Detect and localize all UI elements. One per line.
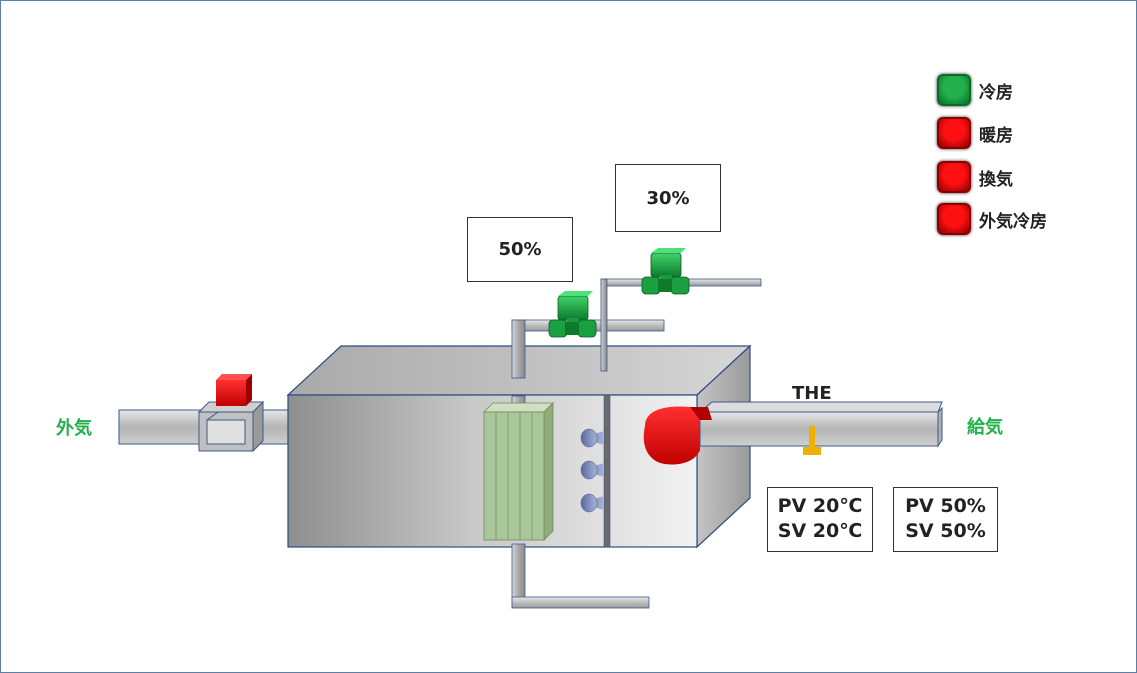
humidity-pv: PV 50% bbox=[905, 495, 986, 517]
legend-item[interactable]: 換気 bbox=[937, 161, 1013, 193]
outside-air-damper[interactable] bbox=[197, 374, 265, 453]
legend-label: 換気 bbox=[979, 169, 1013, 190]
supply-air-label: 給気 bbox=[967, 417, 1003, 438]
legend-label: 外気冷房 bbox=[979, 211, 1047, 232]
legend-item[interactable]: 暖房 bbox=[937, 117, 1013, 149]
temperature-sv: SV 20℃ bbox=[777, 520, 863, 542]
sensor-label: THE bbox=[792, 383, 832, 404]
outside-air-duct bbox=[118, 409, 291, 445]
cooling-valve[interactable] bbox=[548, 291, 597, 338]
mode-indicator-lamp[interactable] bbox=[937, 203, 971, 235]
humidifier-valve-opening: 30% bbox=[615, 164, 721, 232]
mode-indicator-lamp[interactable] bbox=[937, 74, 971, 106]
humidifier-valve[interactable] bbox=[641, 248, 690, 295]
cooling-coil bbox=[483, 402, 554, 541]
humidity-sv: SV 50% bbox=[905, 520, 986, 542]
humidity-readout: PV 50% SV 50% bbox=[893, 487, 998, 552]
mode-indicator-lamp[interactable] bbox=[937, 117, 971, 149]
mode-indicator-lamp[interactable] bbox=[937, 161, 971, 193]
damper-actuator[interactable] bbox=[216, 374, 252, 406]
humidifier-valve-opening-value: 30% bbox=[646, 187, 690, 209]
legend-item[interactable]: 外気冷房 bbox=[937, 203, 1047, 235]
cooling-valve-opening-value: 50% bbox=[498, 239, 542, 260]
temperature-readout: PV 20℃ SV 20℃ bbox=[767, 487, 873, 552]
outside-air-label: 外気 bbox=[56, 418, 92, 439]
cooling-valve-opening: 50% bbox=[467, 217, 573, 282]
humidifier-nozzles bbox=[580, 428, 604, 513]
legend-label: 冷房 bbox=[979, 82, 1013, 103]
legend-label: 暖房 bbox=[979, 125, 1013, 146]
humidity-temperature-sensor[interactable] bbox=[803, 426, 821, 455]
supply-air-duct bbox=[698, 401, 943, 448]
legend-item[interactable]: 冷房 bbox=[937, 74, 1013, 106]
supply-fan[interactable] bbox=[643, 406, 712, 465]
temperature-pv: PV 20℃ bbox=[777, 495, 863, 517]
